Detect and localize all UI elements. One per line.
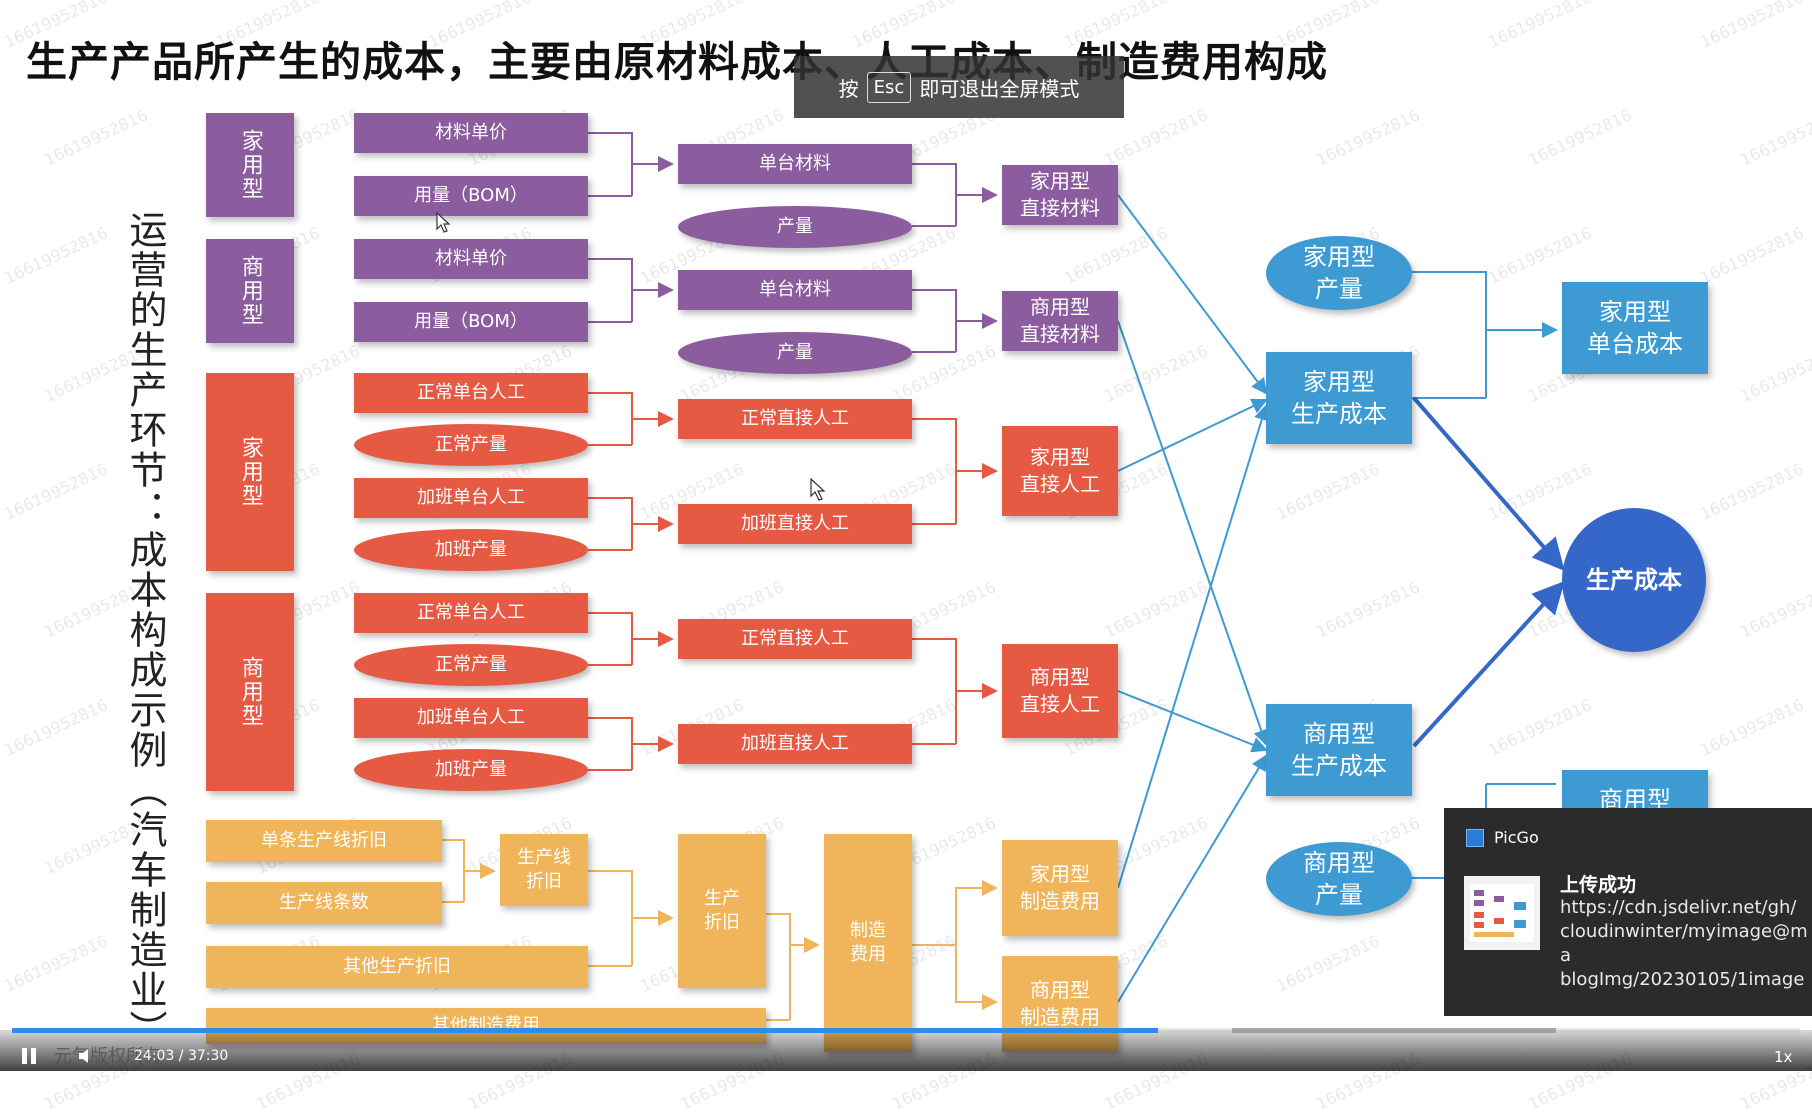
volume-button[interactable] [78,1048,96,1068]
unit-material: 单台材料 [678,144,912,184]
material-unit-price: 材料单价 [354,113,588,153]
progress-fill[interactable] [12,1028,1159,1033]
side-title: 运营的生产环节：成本构成示例（汽车制造业） [123,210,167,1050]
home-direct-material: 家用型 直接材料 [1002,165,1118,225]
toast-suffix: 即可退出全屏模式 [919,76,1080,101]
notification-app-name: PicGo [1494,828,1539,847]
pause-bar-icon [22,1048,27,1064]
normal-direct-labor: 正常直接人工 [678,619,912,659]
normal-unit-labor: 正常单台人工 [354,373,588,413]
business-direct-material: 商用型 直接材料 [1002,291,1118,351]
line-count: 生产线条数 [206,882,442,924]
picgo-logo-icon [1466,828,1484,847]
overtime-unit-labor: 加班单台人工 [354,478,588,518]
uploaded-image-thumbnail [1464,876,1540,950]
progress-buffer [1232,1028,1556,1033]
total-production-cost: 生产成本 [1562,508,1706,652]
output-ellipse: 产量 [678,206,912,248]
manufacturing-cost: 制造 费用 [824,834,912,1052]
overtime-direct-labor: 加班直接人工 [678,504,912,544]
picgo-notification[interactable]: PicGo 上传成功 https://cdn.jsdelivr.net/gh/ … [1444,808,1812,1016]
line-depreciation: 生产线 折旧 [500,834,588,906]
fullscreen-exit-toast: 按 Esc 即可退出全屏模式 [794,56,1124,118]
home-direct-labor: 家用型 直接人工 [1002,426,1118,516]
playback-time: 24:03 / 37:30 [134,1048,229,1064]
production-depreciation: 生产 折旧 [678,834,766,988]
normal-output-ellipse: 正常产量 [354,424,588,466]
overtime-output-ellipse: 加班产量 [354,749,588,791]
other-production-depreciation: 其他生产折旧 [206,946,588,988]
group-label-home: 家用型 [206,373,294,571]
normal-unit-labor: 正常单台人工 [354,593,588,633]
group-label-business: 商用型 [206,239,294,343]
connector-lines [442,132,1812,1021]
group-label-business: 商用型 [206,593,294,791]
output-ellipse: 产量 [678,332,912,374]
business-output-ellipse: 商用型 产量 [1266,842,1412,916]
home-production-cost: 家用型 生产成本 [1266,352,1412,444]
overtime-unit-labor: 加班单台人工 [354,698,588,738]
mouse-cursor-icon [810,478,826,501]
single-line-depreciation: 单条生产线折旧 [206,820,442,862]
volume-icon [79,1049,88,1063]
material-usage: 用量（BOM） [354,176,588,216]
esc-key-badge: Esc [866,71,912,103]
home-manufacturing-cost: 家用型 制造费用 [1002,840,1118,936]
mouse-cursor-icon [436,212,451,233]
business-production-cost: 商用型 生产成本 [1266,704,1412,796]
normal-direct-labor: 正常直接人工 [678,399,912,439]
home-output-ellipse: 家用型 产量 [1266,236,1412,310]
thumbnail-preview-icon [1470,884,1534,942]
notification-header: PicGo [1466,828,1539,847]
business-direct-labor: 商用型 直接人工 [1002,644,1118,738]
toast-prefix: 按 [838,76,859,101]
normal-output-ellipse: 正常产量 [354,644,588,686]
notification-url: https://cdn.jsdelivr.net/gh/ cloudinwint… [1560,897,1808,990]
copyright-text: 元气版权所有 [54,1046,162,1067]
pause-bar-icon [31,1048,36,1064]
unit-material: 单台材料 [678,270,912,310]
material-unit-price: 材料单价 [354,239,588,279]
pause-button[interactable] [22,1048,38,1064]
home-unit-cost: 家用型 单台成本 [1562,282,1708,374]
overtime-output-ellipse: 加班产量 [354,529,588,571]
material-usage: 用量（BOM） [354,302,588,342]
player-controls-bar [0,1030,1812,1071]
overtime-direct-labor: 加班直接人工 [678,724,912,764]
group-label-home: 家用型 [206,113,294,217]
notification-status: 上传成功 [1560,874,1637,896]
playback-speed-button[interactable]: 1x [1774,1048,1793,1066]
